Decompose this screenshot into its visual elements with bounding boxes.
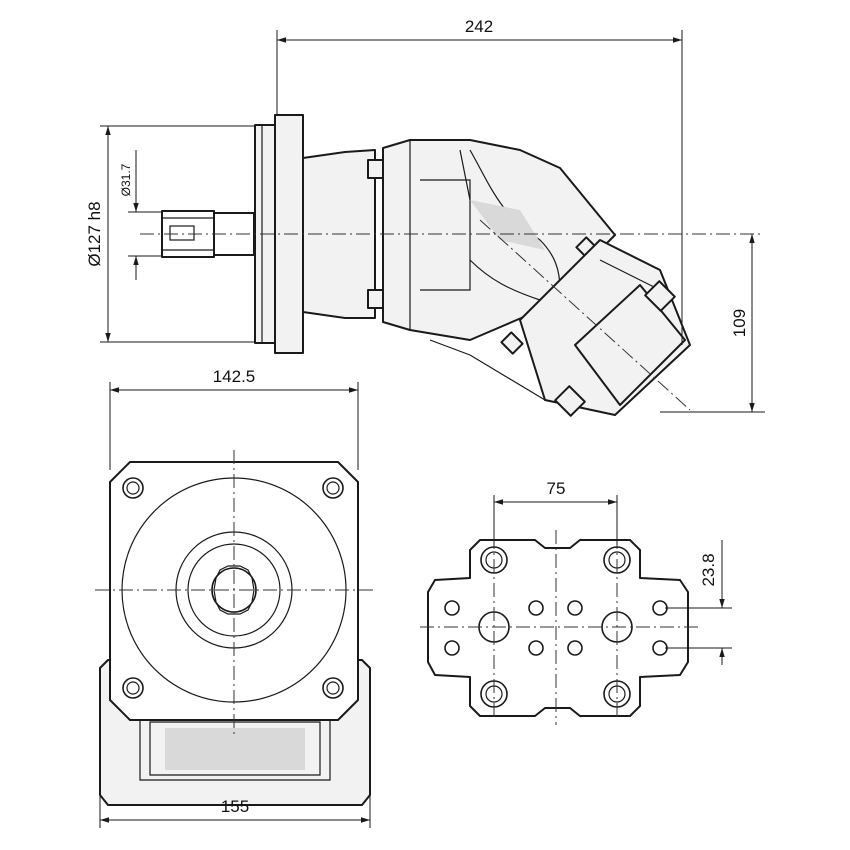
dimension-flange-diameter: Ø127 h8: [85, 125, 255, 343]
dim-label-109: 109: [730, 309, 749, 337]
dim-label-flange-diameter: Ø127 h8: [85, 201, 104, 266]
flange-bolt-holes: [122, 477, 344, 699]
port-view: 75 23.8: [420, 479, 732, 725]
dim-label-242: 242: [465, 17, 493, 36]
dim-label-23-8: 23.8: [699, 553, 718, 586]
dimension-base-width: 155: [99, 795, 371, 828]
side-view: 242 Ø127 h8 Ø31.7 109: [85, 17, 765, 417]
dimension-port-spacing: 75: [493, 479, 618, 545]
dimension-hole-pitch: 23.8: [665, 540, 732, 665]
drive-shaft: [161, 210, 255, 258]
dim-label-155: 155: [221, 797, 249, 816]
dim-label-shaft-diameter: Ø31.7: [119, 163, 133, 196]
dim-label-75: 75: [547, 479, 566, 498]
dim-label-142-5: 142.5: [213, 367, 256, 386]
dimension-port-offset: 109: [660, 234, 765, 413]
dimension-overall-length: 242: [276, 17, 683, 345]
head-axis: [479, 219, 691, 411]
port-bolt-holes: [444, 600, 668, 656]
dimension-flange-width: 142.5: [109, 367, 359, 470]
front-view: 142.5 155: [95, 367, 375, 828]
port-mounting-holes: [480, 546, 631, 708]
dimension-shaft-diameter: Ø31.7: [119, 150, 162, 280]
